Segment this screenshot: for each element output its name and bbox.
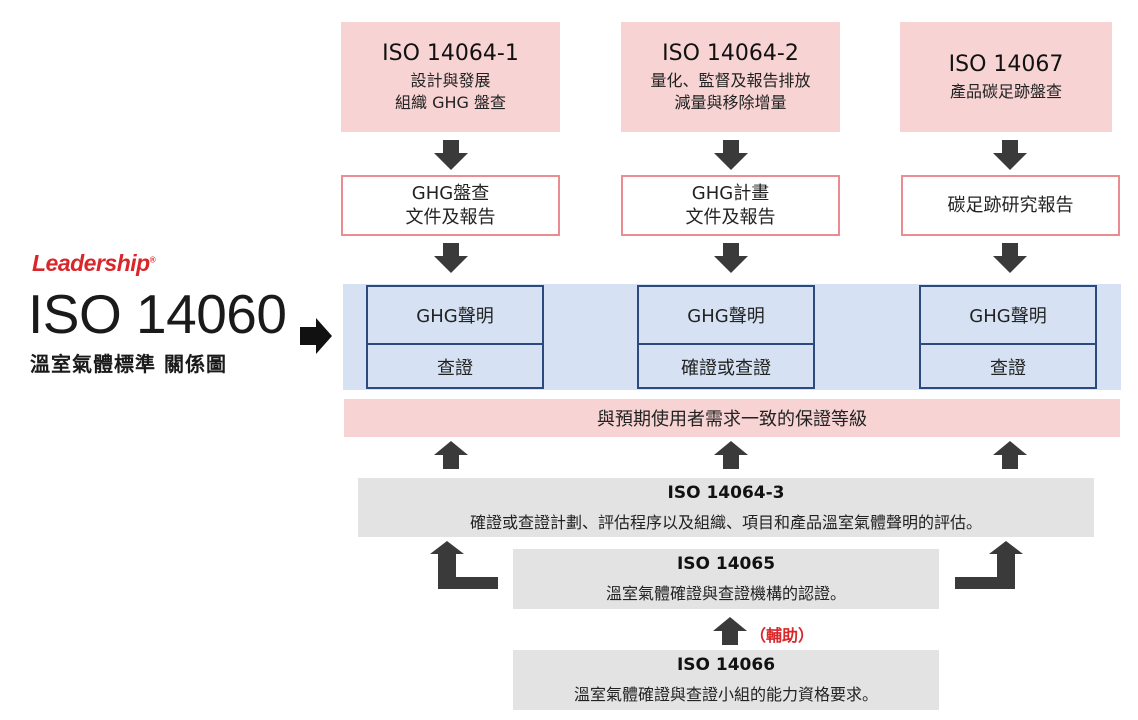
- standard-desc-line1: 量化、監督及報告排放: [650, 70, 811, 90]
- carbon-footprint-report-box: 碳足跡研究報告: [901, 175, 1120, 236]
- brand-logo: Leadership®: [32, 250, 156, 276]
- claim-action: 查證: [990, 358, 1026, 379]
- ghg-claim-box: GHG聲明 查證: [919, 285, 1097, 389]
- assurance-level-band: 與預期使用者需求一致的保證等級: [344, 399, 1120, 437]
- standard-desc: 確證或查證計劃、評估程序以及組織、項目和產品溫室氣體聲明的評估。: [469, 512, 982, 532]
- claim-title: GHG聲明: [639, 287, 813, 345]
- claim-title: GHG聲明: [368, 287, 542, 345]
- arrow-up-icon: [993, 441, 1027, 469]
- arrow-corner-up-left-icon: [430, 541, 498, 589]
- standard-code: ISO 14066: [676, 655, 776, 675]
- iso-14065-box: ISO 14065 溫室氣體確證與查證機構的認證。: [513, 549, 939, 609]
- main-title: ISO 14060: [28, 283, 287, 345]
- document-line1: 碳足跡研究報告: [947, 194, 1074, 216]
- document-line2: 文件及報告: [685, 206, 776, 228]
- standard-desc: 溫室氣體確證與查證小組的能力資格要求。: [573, 685, 878, 704]
- claim-action: 確證或查證: [681, 358, 771, 379]
- arrow-down-icon: [993, 140, 1027, 170]
- document-line1: GHG盤查: [411, 182, 490, 204]
- standard-desc-line1: 設計與發展: [410, 70, 491, 90]
- standard-code: ISO 14064-2: [662, 40, 799, 66]
- iso-14064-2-box: ISO 14064-2 量化、監督及報告排放 減量與移除增量: [621, 22, 840, 132]
- ghg-claim-box: GHG聲明 確證或查證: [637, 285, 815, 389]
- arrow-down-icon: [714, 140, 748, 170]
- document-line2: 文件及報告: [405, 206, 496, 228]
- standard-code: ISO 14064-1: [382, 40, 519, 66]
- main-subtitle: 溫室氣體標準 關係圖: [30, 352, 227, 376]
- arrow-right-icon: [300, 318, 332, 354]
- auxiliary-label: （輔助）: [750, 626, 815, 645]
- arrow-down-icon: [714, 243, 748, 273]
- arrow-down-icon: [434, 140, 468, 170]
- iso-14066-box: ISO 14066 溫室氣體確證與查證小組的能力資格要求。: [513, 650, 939, 710]
- arrow-down-icon: [434, 243, 468, 273]
- arrow-corner-up-right-icon: [955, 541, 1023, 589]
- standard-code: ISO 14067: [948, 51, 1064, 77]
- iso-14064-1-box: ISO 14064-1 設計與發展 組織 GHG 盤查: [341, 22, 560, 132]
- standard-desc-line2: 組織 GHG 盤查: [394, 92, 506, 112]
- claim-title: GHG聲明: [921, 287, 1095, 345]
- arrow-up-icon: [434, 441, 468, 469]
- arrow-down-icon: [993, 243, 1027, 273]
- ghg-project-document-box: GHG計畫 文件及報告: [621, 175, 840, 236]
- iso-14064-3-box: ISO 14064-3 確證或查證計劃、評估程序以及組織、項目和產品溫室氣體聲明…: [358, 478, 1094, 537]
- document-line1: GHG計畫: [691, 182, 770, 204]
- arrow-up-icon: [713, 617, 747, 645]
- ghg-claim-box: GHG聲明 查證: [366, 285, 544, 389]
- standard-code: ISO 14065: [676, 554, 776, 574]
- standard-desc-line2: 減量與移除增量: [674, 92, 787, 112]
- standard-desc-line1: 產品碳足跡盤查: [949, 81, 1062, 101]
- arrow-up-icon: [714, 441, 748, 469]
- claim-action: 查證: [437, 358, 473, 379]
- standard-code: ISO 14064-3: [667, 482, 785, 503]
- iso-14067-box: ISO 14067 產品碳足跡盤查: [900, 22, 1112, 132]
- standard-desc: 溫室氣體確證與查證機構的認證。: [605, 584, 846, 603]
- ghg-inventory-document-box: GHG盤查 文件及報告: [341, 175, 560, 236]
